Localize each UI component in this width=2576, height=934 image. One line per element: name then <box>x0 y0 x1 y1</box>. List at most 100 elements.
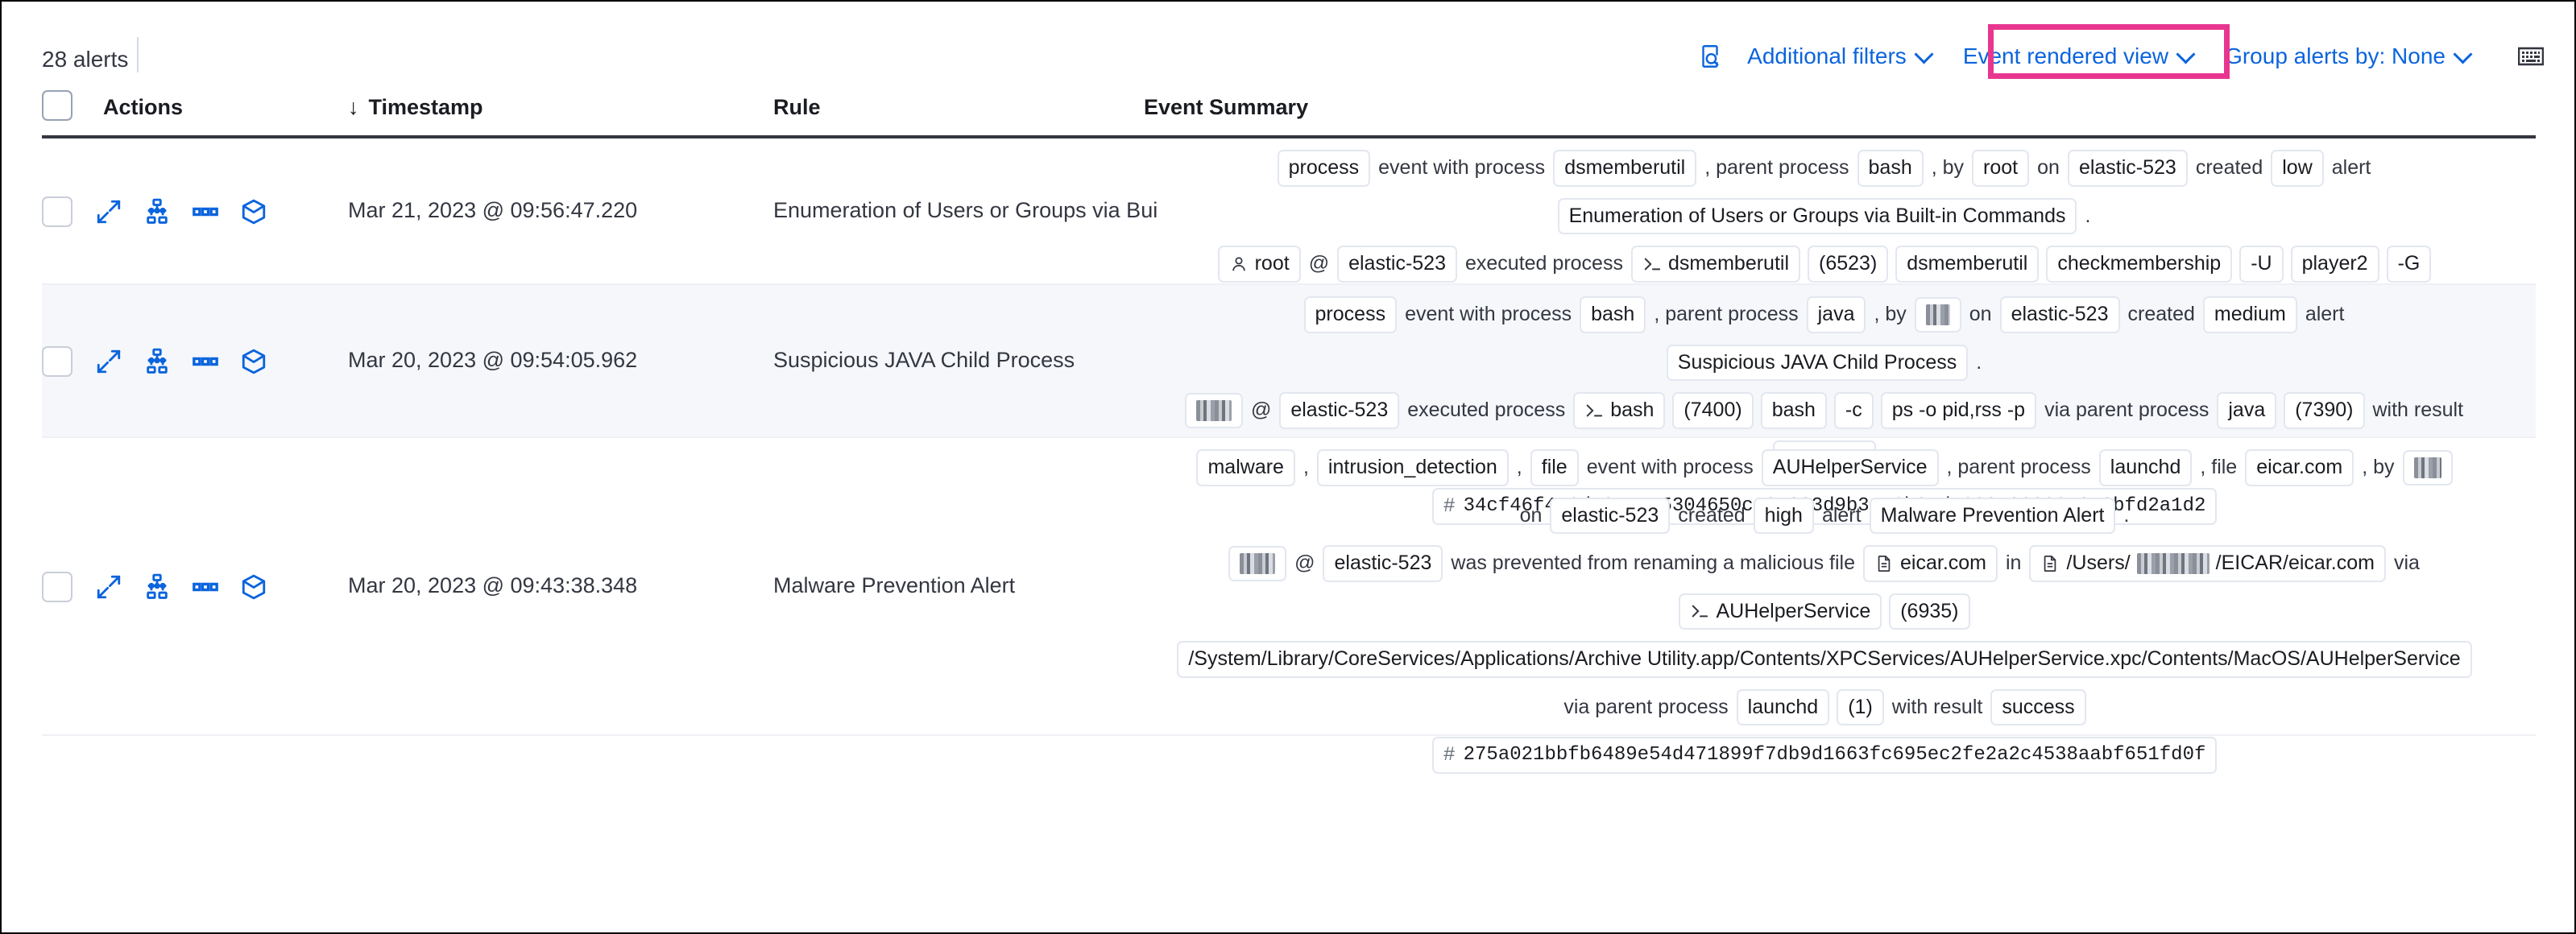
summary-chip[interactable]: elastic-523 <box>2067 150 2188 187</box>
row-select-checkbox[interactable] <box>42 196 72 227</box>
expand-icon[interactable] <box>95 198 122 225</box>
summary-chip[interactable]: Enumeration of Users or Groups via Built… <box>1557 197 2077 234</box>
summary-chip[interactable]: root <box>1217 246 1301 283</box>
summary-chip[interactable]: dsmemberutil <box>1553 150 1697 187</box>
summary-chip[interactable]: elastic-523 <box>1999 296 2120 333</box>
summary-chip[interactable]: medium <box>2202 296 2297 333</box>
summary-chip[interactable]: success <box>1990 688 2086 725</box>
session-view-icon[interactable] <box>240 348 267 375</box>
summary-chip[interactable]: eicar.com <box>2245 449 2354 486</box>
summary-chip[interactable]: AUHelperService <box>1679 593 1882 630</box>
keyboard-icon[interactable] <box>2508 34 2553 79</box>
summary-chip[interactable]: Malware Prevention Alert <box>1869 497 2116 534</box>
event-rendered-view-button[interactable]: Event rendered view <box>1949 34 2210 79</box>
summary-text: executed process <box>1465 252 1623 275</box>
summary-chip[interactable]: bash <box>1857 150 1924 187</box>
user-icon <box>1229 254 1249 275</box>
redacted-value-chip[interactable] <box>1228 545 1287 581</box>
file-icon <box>2040 553 2060 574</box>
summary-chip[interactable]: launchd <box>1736 688 1830 725</box>
column-header-actions[interactable]: Actions <box>103 95 184 119</box>
row-select-checkbox[interactable] <box>42 346 72 377</box>
session-view-icon[interactable] <box>240 573 267 601</box>
summary-chip[interactable]: /System/Library/CoreServices/Application… <box>1177 641 2472 678</box>
summary-chip-label: process <box>1315 303 1386 325</box>
row-rule-name[interactable]: Malware Prevention Alert <box>773 573 1016 597</box>
summary-chip[interactable]: AUHelperService <box>1761 449 1939 486</box>
analyzer-icon[interactable] <box>143 198 171 225</box>
summary-chip[interactable]: elastic-523 <box>1337 246 1457 283</box>
redacted-value-chip[interactable] <box>1914 296 1961 333</box>
summary-chip-label: (6523) <box>1819 252 1878 275</box>
redacted-value-chip[interactable] <box>2402 449 2453 486</box>
summary-chip[interactable]: bash <box>1580 296 1646 333</box>
summary-chip[interactable]: #275a021bbfb6489e54d471899f7db9d1663fc69… <box>1431 737 2218 774</box>
summary-chip[interactable]: -c <box>1833 392 1874 429</box>
summary-chip[interactable]: /Users//EICAR/eicar.com <box>2029 545 2386 582</box>
summary-chip[interactable]: dsmemberutil <box>1895 246 2040 283</box>
summary-chip[interactable]: (7390) <box>2284 392 2365 429</box>
more-actions-icon[interactable] <box>192 573 219 601</box>
summary-chip[interactable]: player2 <box>2290 246 2379 283</box>
additional-filters-button[interactable]: Additional filters <box>1733 34 1949 79</box>
column-header-timestamp[interactable]: ↓Timestamp <box>348 95 483 120</box>
analyzer-icon[interactable] <box>143 573 171 601</box>
summary-chip[interactable]: elastic-523 <box>1550 497 1671 534</box>
summary-chip[interactable]: elastic-523 <box>1323 545 1443 582</box>
summary-chip[interactable]: high <box>1753 497 1814 534</box>
analyzer-icon[interactable] <box>143 348 171 375</box>
summary-chip[interactable]: (6523) <box>1808 246 1889 283</box>
select-all-checkbox[interactable] <box>42 90 72 121</box>
summary-chip[interactable]: (7400) <box>1672 392 1754 429</box>
expand-icon[interactable] <box>95 573 122 601</box>
summary-chip-label: bash <box>1610 399 1655 421</box>
summary-chip[interactable]: checkmembership <box>2046 246 2233 283</box>
summary-chip[interactable]: file <box>1530 449 1579 486</box>
summary-chip[interactable]: bash <box>1573 392 1666 429</box>
group-alerts-by-button[interactable]: Group alerts by: None <box>2210 34 2487 79</box>
summary-chip[interactable]: process <box>1277 150 1371 187</box>
row-rule-name[interactable]: Suspicious JAVA Child Process <box>773 348 1075 372</box>
row-rule-name[interactable]: Enumeration of Users or Groups via Bui <box>773 198 1158 222</box>
redacted-value-chip[interactable] <box>1184 392 1243 428</box>
summary-chip[interactable]: intrusion_detection <box>1316 449 1509 486</box>
summary-text: , by <box>2362 456 2395 478</box>
summary-chip[interactable]: dsmemberutil <box>1630 246 1801 283</box>
more-actions-icon[interactable] <box>192 198 219 225</box>
summary-chip-label: elastic-523 <box>2011 303 2109 325</box>
column-header-rule[interactable]: Rule <box>773 95 821 119</box>
summary-chip[interactable]: java <box>2217 392 2277 429</box>
more-actions-icon[interactable] <box>192 348 219 375</box>
summary-chip[interactable]: low <box>2271 150 2324 187</box>
summary-chip[interactable]: eicar.com <box>1863 545 1998 582</box>
summary-chip[interactable]: (6935) <box>1889 593 1970 630</box>
summary-chip[interactable]: -G <box>2386 246 2432 283</box>
summary-chip[interactable]: root <box>1972 150 2030 187</box>
summary-chip[interactable]: launchd <box>2098 449 2193 486</box>
summary-chip[interactable]: -U <box>2239 246 2284 283</box>
session-view-icon[interactable] <box>240 198 267 225</box>
summary-chip[interactable]: ps -o pid,rss -p <box>1880 392 2037 429</box>
inspect-search-icon[interactable] <box>1688 34 1733 79</box>
expand-icon[interactable] <box>95 348 122 375</box>
summary-chip[interactable]: malware <box>1196 449 1295 486</box>
summary-text: event with process <box>1405 303 1572 325</box>
row-select-checkbox[interactable] <box>42 572 72 602</box>
summary-chip[interactable]: process <box>1303 296 1398 333</box>
summary-chip-label: Enumeration of Users or Groups via Built… <box>1568 204 2066 227</box>
column-header-event-summary[interactable]: Event Summary <box>1144 95 1309 119</box>
summary-chip-label: Suspicious JAVA Child Process <box>1677 350 1957 374</box>
summary-chip[interactable]: Suspicious JAVA Child Process <box>1666 344 1969 381</box>
summary-chip[interactable]: bash <box>1760 392 1827 429</box>
summary-chip-label: root <box>1254 252 1290 275</box>
summary-chip-label: dsmemberutil <box>1564 156 1686 179</box>
summary-chip[interactable]: elastic-523 <box>1279 392 1400 429</box>
summary-chip[interactable]: (1) <box>1837 688 1884 725</box>
summary-chip[interactable]: java <box>1806 296 1866 333</box>
summary-chip-label: bash <box>1591 303 1635 325</box>
summary-text: @ <box>1294 552 1315 574</box>
summary-chip-label: java <box>2228 399 2266 421</box>
